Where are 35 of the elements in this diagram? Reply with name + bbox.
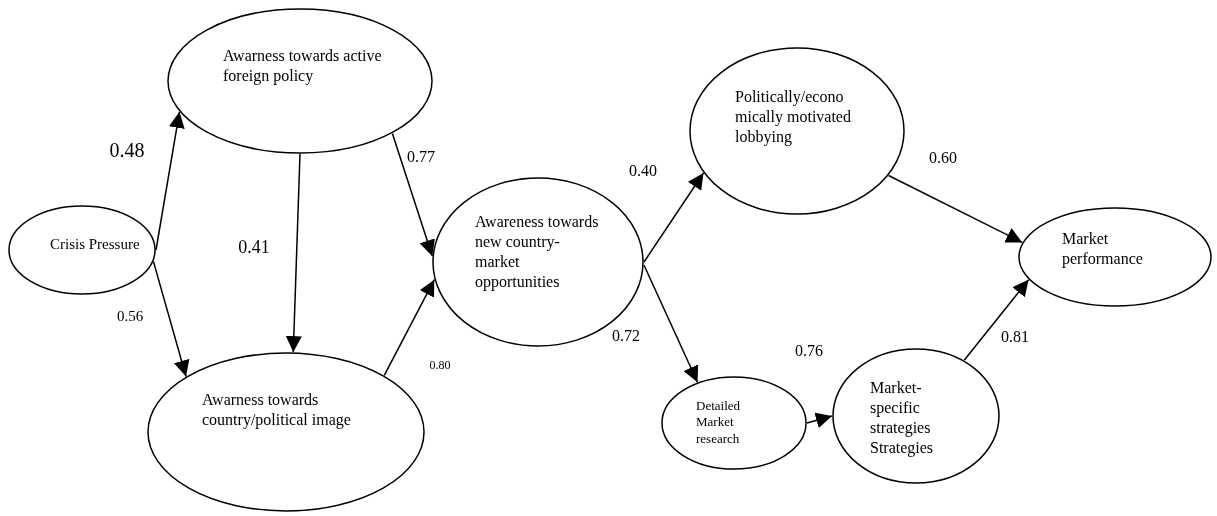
edge-label: 0.56 — [114, 308, 146, 324]
arrow — [887, 174, 1023, 244]
arrow — [391, 132, 435, 257]
edge-label: 0.48 — [107, 140, 147, 160]
arrow — [643, 264, 699, 384]
arrow — [285, 153, 302, 353]
arrow — [643, 172, 705, 263]
latent-variable-ellipse — [432, 177, 644, 347]
edge-label: 0.80 — [427, 359, 453, 371]
latent-variable-ellipse — [832, 348, 1000, 484]
node-label: Awarness towards country/political image — [202, 390, 352, 430]
edge-label: 0.76 — [793, 343, 825, 359]
edge-label: 0.81 — [999, 329, 1031, 345]
edge-label: 0.40 — [627, 163, 659, 179]
node-label: Detailed Market research — [696, 398, 742, 447]
latent-variable-ellipse — [689, 47, 905, 215]
edge-label: 0.72 — [610, 328, 642, 344]
latent-variable-ellipse — [8, 205, 156, 295]
edge-label: 0.77 — [405, 149, 437, 165]
arrow — [155, 111, 185, 251]
arrow — [963, 278, 1030, 362]
edge-label: 0.41 — [236, 238, 272, 256]
node-label: Awareness towards new country- market opportunities — [475, 212, 600, 292]
arrow — [152, 260, 190, 378]
latent-variable-ellipse — [661, 376, 807, 470]
arrow — [383, 278, 436, 377]
latent-variable-ellipse — [147, 352, 425, 512]
node-label: Crisis Pressure — [50, 235, 140, 254]
edge-label: 0.60 — [927, 150, 959, 166]
arrow — [806, 412, 833, 428]
node-label: Politically/econo mically motivated lobbying — [735, 87, 852, 147]
node-label: Market performance — [1062, 229, 1144, 269]
node-label: Market- specific strategies Strategies — [870, 378, 935, 458]
latent-variable-ellipse — [1018, 207, 1212, 307]
node-label: Awarness towards active foreign policy — [223, 46, 383, 86]
